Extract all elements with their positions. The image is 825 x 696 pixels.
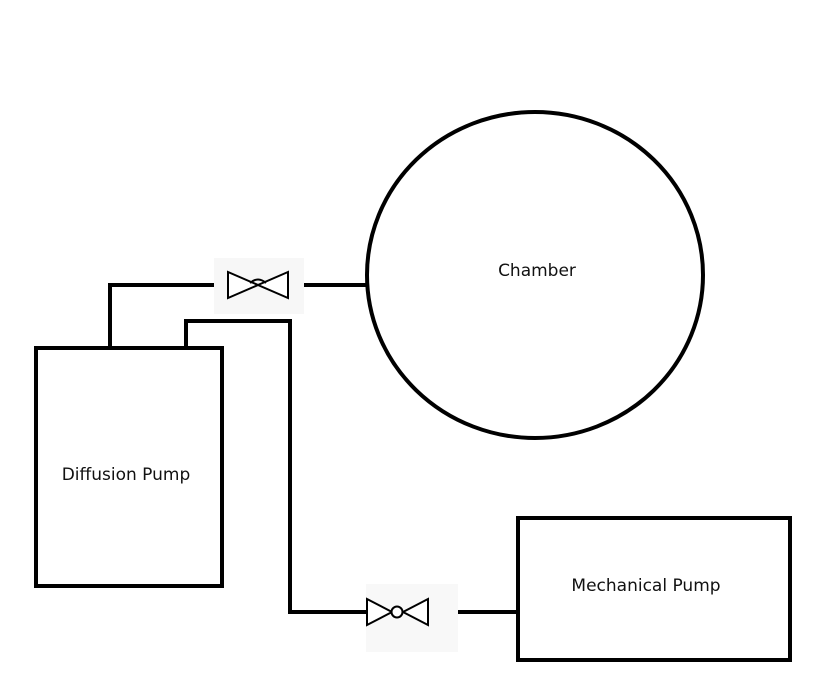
valve-left-triangle (366, 597, 395, 627)
diffusion-pump-label: Diffusion Pump (62, 465, 191, 485)
valve-ball (390, 605, 404, 619)
chamber-label: Chamber (498, 261, 576, 281)
diffusion-pump: Diffusion Pump (34, 346, 224, 588)
pipe-diffusion-foreline (184, 319, 367, 614)
valve-icon[interactable] (366, 584, 458, 652)
pipe-diffusion-to-chamber (108, 283, 228, 348)
valve-right-triangle (400, 597, 429, 627)
mechanical-pump-label: Mechanical Pump (571, 576, 720, 596)
valve-left-triangle (227, 270, 261, 300)
mechanical-pump-box (516, 516, 792, 662)
chamber: Chamber (365, 110, 705, 440)
chamber-circle (365, 110, 705, 440)
valve-right-triangle (255, 270, 289, 300)
mechanical-pump: Mechanical Pump (516, 516, 792, 662)
diffusion-pump-box (34, 346, 224, 588)
valve-icon[interactable] (214, 258, 304, 314)
valve-stem (249, 278, 267, 284)
